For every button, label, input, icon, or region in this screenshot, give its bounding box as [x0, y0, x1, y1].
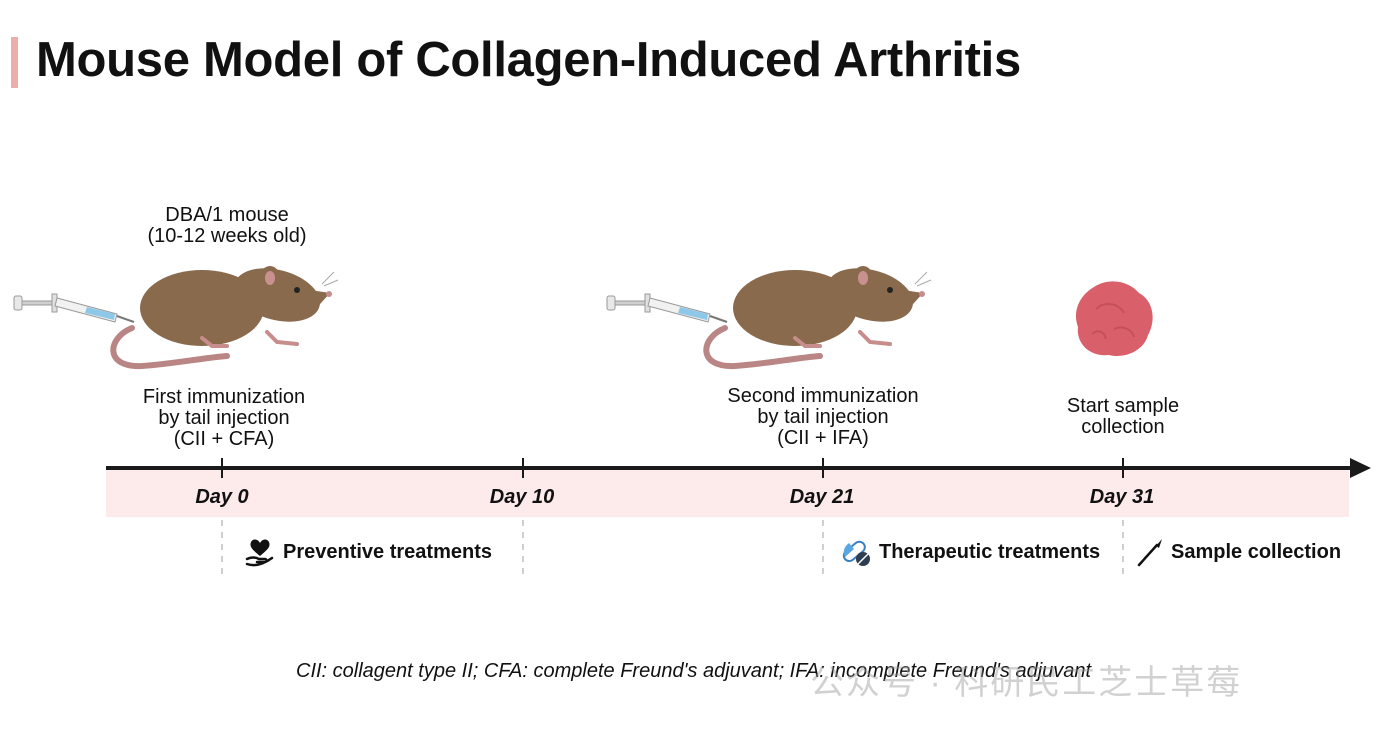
day-label-10: Day 10	[489, 486, 555, 508]
pill-icon	[842, 540, 870, 566]
mouse-strain-label: DBA/1 mouse (10-12 weeks old)	[127, 205, 327, 247]
page-title: Mouse Model of Collagen-Induced Arthriti…	[36, 33, 1021, 87]
treatment-label: Therapeutic treatments	[879, 540, 1101, 563]
event-line: by tail injection	[158, 407, 290, 429]
treatment-sample-collection: Sample collection	[1137, 537, 1341, 567]
timeline-band	[106, 470, 1349, 517]
event-line: Start sample	[1066, 395, 1180, 417]
event-line: Second immunization	[727, 385, 919, 407]
day-label-31: Day 31	[1089, 486, 1155, 508]
event-second-immunization: Second immunization by tail injection (C…	[703, 386, 943, 449]
mouse-age-line: (10-12 weeks old)	[147, 225, 307, 247]
heart-hand-icon	[245, 539, 274, 567]
treatment-label: Sample collection	[1171, 540, 1342, 563]
event-line: First immunization	[142, 386, 306, 408]
injection-illustration-2	[606, 266, 932, 370]
day-label-21: Day 21	[789, 486, 855, 508]
syringe-icon	[13, 293, 135, 323]
mouse-strain-line: DBA/1 mouse	[165, 204, 289, 226]
treatment-label: Preventive treatments	[283, 540, 492, 563]
injection-illustration-1	[13, 266, 339, 370]
abbreviations-footnote: CII: collagent type II; CFA: complete Fr…	[296, 660, 1092, 682]
event-line: (CII + IFA)	[777, 427, 869, 449]
day-label-0: Day 0	[195, 486, 249, 508]
mouse-icon	[110, 266, 339, 370]
axis-arrowhead	[1350, 458, 1371, 478]
treatment-therapeutic: Therapeutic treatments	[841, 537, 1100, 567]
event-start-sample-collection: Start sample collection	[1033, 396, 1213, 438]
mouse-icon	[703, 266, 932, 370]
tissue-sample-icon	[1075, 281, 1153, 357]
scalpel-icon	[1137, 539, 1162, 567]
event-first-immunization: First immunization by tail injection (CI…	[114, 387, 334, 450]
title-accent-bar	[11, 37, 18, 88]
event-line: collection	[1081, 416, 1165, 438]
event-line: (CII + CFA)	[173, 428, 275, 450]
treatment-preventive: Preventive treatments	[245, 537, 492, 567]
event-line: by tail injection	[757, 406, 889, 428]
syringe-icon	[606, 293, 728, 323]
watermark-text: 公众号 · 科研民工芝士草莓	[810, 664, 1243, 702]
